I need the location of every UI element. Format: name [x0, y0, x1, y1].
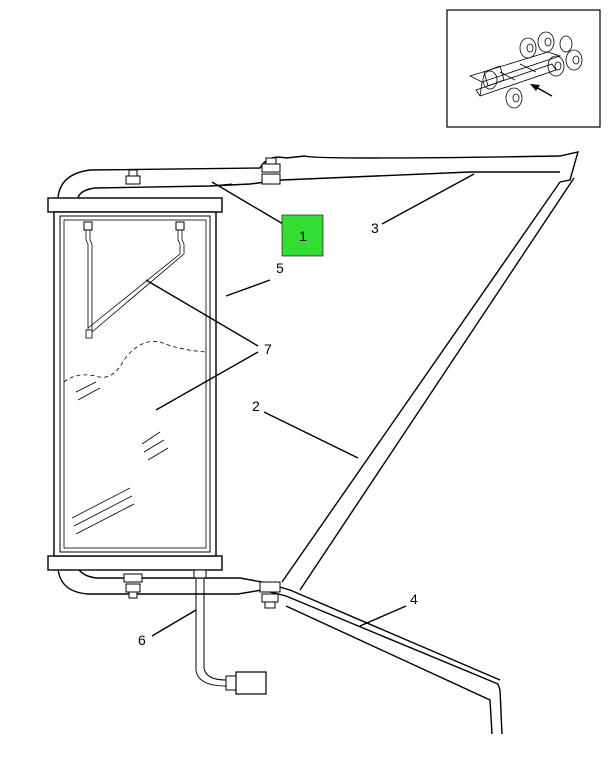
callout-4[interactable]: 4: [410, 591, 418, 607]
callout-7[interactable]: 7: [264, 341, 272, 357]
mirror-glass: [63, 341, 207, 535]
leader-lines: [145, 173, 475, 637]
lower-bolt: [123, 573, 281, 609]
cable-assembly: [193, 569, 267, 695]
upper-bolt: [125, 157, 281, 185]
vehicle-chassis-locator-icon: [468, 31, 583, 109]
heater-element: [83, 221, 185, 339]
upper-arm: [57, 151, 579, 199]
callout-6[interactable]: 6: [138, 632, 146, 648]
location-arrow-icon: [530, 84, 553, 97]
mirror-head: [47, 197, 223, 571]
diagonal-brace: [281, 177, 575, 591]
lower-arm: [57, 567, 503, 735]
locator-inset: [446, 9, 601, 128]
callout-2[interactable]: 2: [252, 398, 260, 414]
callout-5[interactable]: 5: [276, 260, 284, 276]
callout-1[interactable]: 1: [299, 228, 307, 244]
callout-1-highlight[interactable]: [281, 214, 324, 257]
callout-3[interactable]: 3: [371, 220, 379, 236]
